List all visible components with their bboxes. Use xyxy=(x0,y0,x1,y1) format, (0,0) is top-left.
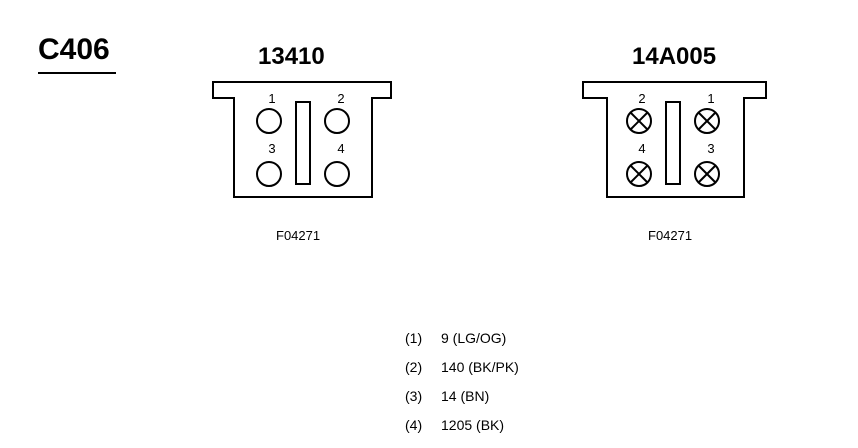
connector-2-latch xyxy=(665,101,681,185)
legend-row: (1) 9 (LG/OG) xyxy=(405,326,519,355)
connector-2-pin-label-1: 1 xyxy=(707,91,714,106)
connector-2-ref: F04271 xyxy=(648,228,693,243)
circuit-legend: (1) 9 (LG/OG) (2) 140 (BK/PK) (3) 14 (BN) (… xyxy=(405,326,519,442)
connector-1-pin-label-4: 4 xyxy=(337,141,344,156)
connector-2-pin-4 xyxy=(626,161,652,187)
legend-pin: (3) xyxy=(405,388,423,404)
legend-circuit: 14 (BN) xyxy=(441,388,490,404)
connector-2-pin-label-3: 3 xyxy=(707,141,714,156)
connector-2-pin-2 xyxy=(626,108,652,134)
connector-1-pin-label-3: 3 xyxy=(268,141,275,156)
connector-2-pin-label-4: 4 xyxy=(638,141,645,156)
connector-2-pin-3 xyxy=(694,161,720,187)
connector-title: C406 xyxy=(38,33,110,66)
legend-row: (3) 14 (BN) xyxy=(405,384,519,413)
legend-circuit: 1205 (BK) xyxy=(441,417,505,433)
legend-circuit: 140 (BK/PK) xyxy=(441,359,519,375)
legend-pin: (1) xyxy=(405,330,423,346)
legend-circuit: 9 (LG/OG) xyxy=(441,330,507,346)
connector-1-latch xyxy=(295,101,311,185)
connector-2-diagram: 2 1 4 3 xyxy=(582,81,767,198)
connector-1-part-number: 13410 xyxy=(258,43,325,70)
connector-1-ref: F04271 xyxy=(276,228,321,243)
legend-pin: (4) xyxy=(405,417,423,433)
connector-2-pin-1 xyxy=(694,108,720,134)
connector-1-diagram: 1 2 3 4 xyxy=(212,81,392,198)
connector-2-part-number: 14A005 xyxy=(632,43,717,70)
connector-2-pin-label-2: 2 xyxy=(638,91,645,106)
connector-1-pin-2 xyxy=(324,108,350,134)
legend-pin: (2) xyxy=(405,359,423,375)
legend-row: (4) 1205 (BK) xyxy=(405,413,519,442)
connector-1-pin-1 xyxy=(256,108,282,134)
connector-1-pin-label-1: 1 xyxy=(268,91,275,106)
title-underline xyxy=(38,72,116,74)
connector-1-pin-3 xyxy=(256,161,282,187)
connector-1-pin-4 xyxy=(324,161,350,187)
legend-row: (2) 140 (BK/PK) xyxy=(405,355,519,384)
connector-1-pin-label-2: 2 xyxy=(337,91,344,106)
